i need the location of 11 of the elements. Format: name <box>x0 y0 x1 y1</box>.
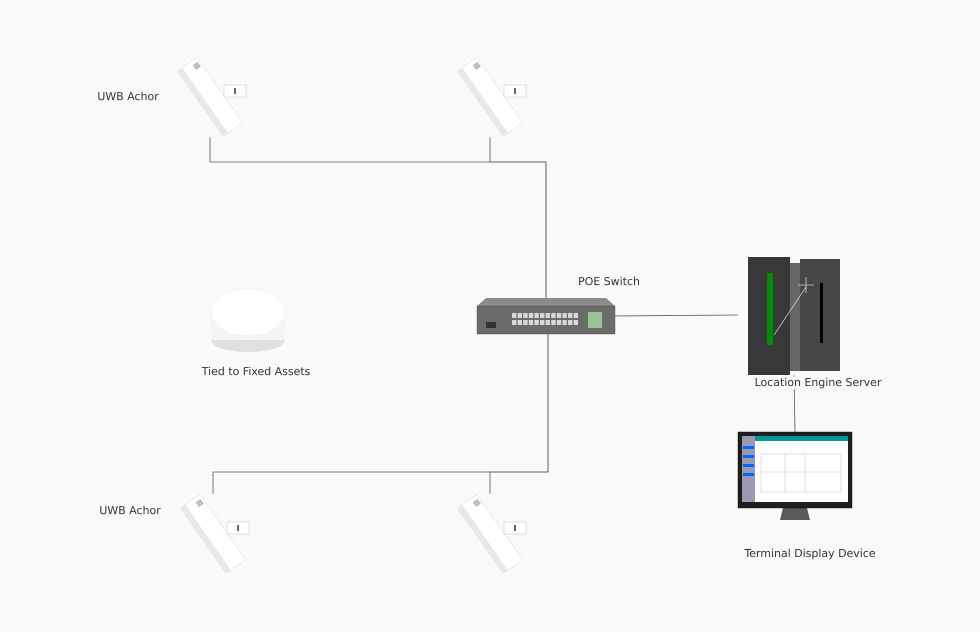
connector-line <box>614 314 738 316</box>
connector-line <box>490 136 546 298</box>
tag-drawing <box>210 288 286 352</box>
server-drawing <box>748 257 840 375</box>
device-label: POE Switch <box>577 276 641 286</box>
switch-drawing <box>476 298 616 334</box>
monitor-drawing <box>738 432 852 520</box>
connector-line <box>490 334 548 494</box>
device-label: Tied to Fixed Assets <box>200 366 312 376</box>
device-label: Terminal Display Device <box>743 548 877 560</box>
device-label: Location Engine Server <box>754 376 882 390</box>
